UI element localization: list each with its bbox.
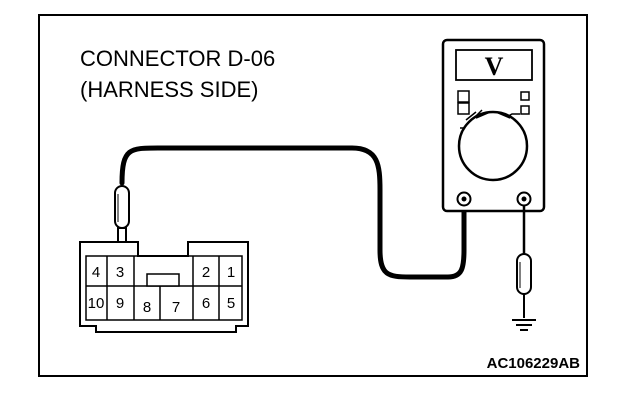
pin-label: 10 xyxy=(88,295,105,312)
pin-label: 1 xyxy=(227,264,235,281)
meter-display-letter: V xyxy=(485,52,504,81)
pin-label: 4 xyxy=(92,264,100,281)
pin-label: 9 xyxy=(116,295,124,312)
ground-probe xyxy=(516,253,532,318)
pin-label: 3 xyxy=(116,264,124,281)
figure-frame xyxy=(38,14,588,377)
connector-title: CONNECTOR D-06 xyxy=(80,46,275,71)
test-probe xyxy=(114,185,130,253)
pin-label: 7 xyxy=(172,299,180,316)
test-lead-wire xyxy=(119,145,467,280)
connector-body xyxy=(79,241,249,333)
voltmeter-icon xyxy=(441,38,546,213)
pin-label: 5 xyxy=(227,295,235,312)
pin-label: 2 xyxy=(202,264,210,281)
figure-code: AC106229AB xyxy=(487,355,581,372)
ground-symbol-icon xyxy=(512,319,536,331)
pin-label: 6 xyxy=(202,295,210,312)
pin-label: 8 xyxy=(143,299,151,316)
connector-subtitle: (HARNESS SIDE) xyxy=(80,77,258,102)
